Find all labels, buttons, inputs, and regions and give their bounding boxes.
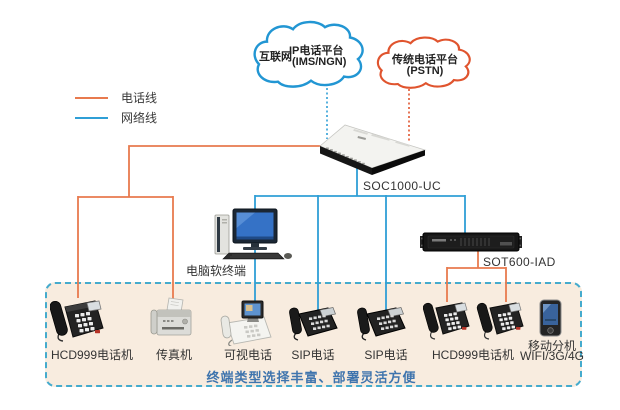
terminal-label: SIP电话 — [364, 348, 408, 362]
pstn-subtitle: (PSTN) — [406, 65, 444, 77]
cloud-shape-icon — [253, 20, 364, 88]
router-icon — [319, 124, 427, 175]
network-line-label: 网络线 — [121, 111, 158, 125]
legend-item-phone-line: 电话线 — [75, 89, 157, 106]
terminal-label: SIP电话 — [291, 348, 335, 362]
desk-phone-pair-icon — [423, 295, 525, 345]
network-line-swatch — [75, 116, 108, 119]
legend-item-network-line: 网络线 — [75, 109, 157, 126]
cloud-pstn: 传统电话平台 (PSTN) — [374, 36, 476, 92]
sip-phone-2-icon — [355, 302, 409, 342]
ip-platform-subtitle: (IMS/NGN) — [292, 56, 347, 68]
internet-label: 互联网 — [259, 51, 292, 63]
soc1000-uc-device — [302, 120, 428, 178]
terminal-label: 移动分机 — [527, 339, 576, 353]
gateway-label: SOC1000-UC — [363, 179, 442, 193]
sip-phone-1-icon — [287, 302, 341, 342]
phone-line-label: 电话线 — [121, 91, 158, 105]
desktop-computer-icon — [214, 208, 292, 260]
pstn-title: 传统电话平台 — [392, 54, 458, 66]
terminal-label: 可视电话 — [223, 348, 272, 362]
video-phone-icon — [220, 298, 278, 346]
terminal-label2: WIFI/3G/4G — [519, 349, 584, 363]
rack-gateway-icon — [420, 232, 522, 252]
softclient-label: 电脑软终端 — [186, 264, 247, 278]
terminal-caption: 终端类型选择丰富、部署灵活方便 — [206, 370, 417, 385]
ip-platform-title: IP电话平台 — [289, 45, 344, 57]
cloud-internet: 互联网 IP电话平台 (IMS/NGN) — [250, 20, 370, 92]
terminal-label: HCD999电话机 — [431, 348, 515, 362]
sot600-iad-device — [420, 229, 522, 256]
cloud-shape-icon — [376, 36, 471, 89]
phone-line-swatch — [75, 96, 108, 99]
desk-phone-1-icon — [50, 292, 108, 344]
mobile-phone-icon — [537, 299, 565, 337]
softphone-pc-device — [210, 208, 294, 260]
fax-icon — [150, 295, 198, 343]
terminal-label: HCD999电话机 — [50, 348, 134, 362]
iad-label: SOT600-IAD — [483, 255, 556, 269]
terminal-label: 传真机 — [155, 348, 192, 362]
